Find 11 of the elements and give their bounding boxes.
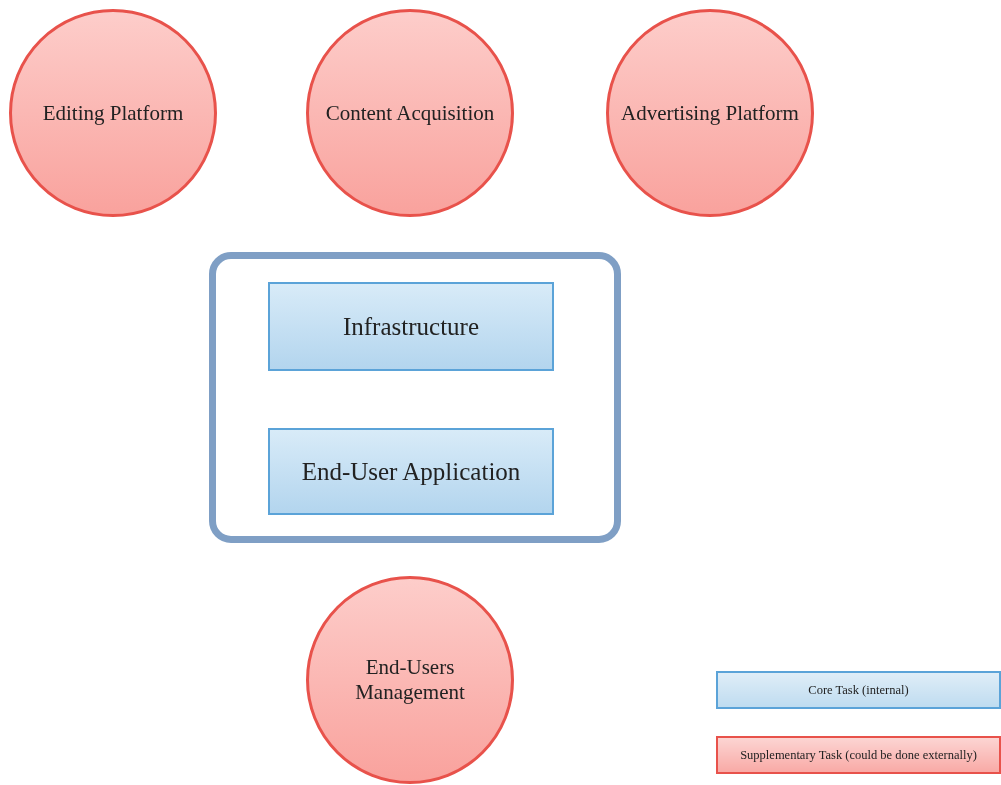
node-label: Editing Platform — [42, 100, 184, 126]
legend-label: Core Task (internal) — [808, 682, 909, 698]
legend-label: Supplementary Task (could be done externally) — [740, 747, 977, 763]
task-box — [268, 282, 554, 371]
group-frame — [209, 252, 621, 543]
node-label: End-User Application — [301, 457, 521, 486]
node-label: Infrastructure — [342, 312, 479, 341]
node-label: Advertising Platform — [621, 100, 799, 126]
node-label: End-Users Management — [354, 655, 466, 705]
task-box — [268, 428, 554, 515]
node-label: Content Acquisition — [325, 100, 495, 126]
